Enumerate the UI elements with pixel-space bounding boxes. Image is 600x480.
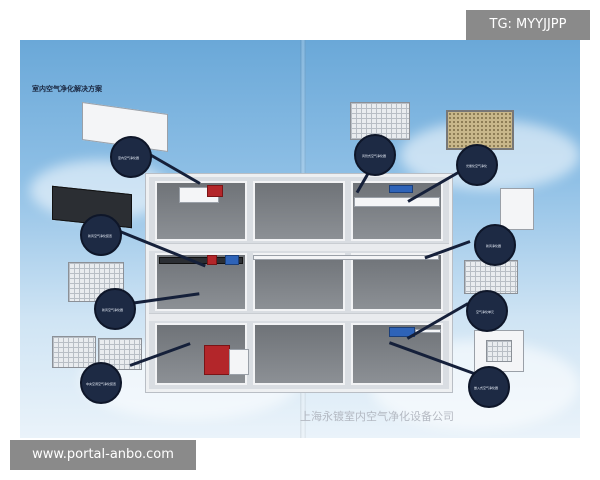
bag-filter-photo — [464, 260, 518, 294]
callout-lens: 室内空气净化器 — [110, 136, 152, 178]
callout-label: 新风空气净化装置 — [88, 234, 113, 238]
middle-blue-unit — [225, 255, 239, 265]
callout-lens: 空气净化单元 — [466, 290, 508, 332]
callout-label: 空气净化单元 — [476, 310, 495, 314]
filter-module-photo-a — [52, 336, 96, 368]
callout-lens: 新风空气净化装置 — [80, 214, 122, 256]
watermark-text: 上海永镀室内空气净化设备公司 — [300, 410, 454, 423]
brochure-photo: 室内空气净化解决方案 — [20, 40, 580, 438]
callout-lens: 新风空气净化器 — [94, 288, 136, 330]
url-overlay-badge: www.portal-anbo.com — [10, 440, 196, 470]
floor-ahu-duct — [229, 349, 249, 375]
callout-lens: 光催化空气净化 — [456, 144, 498, 186]
floor-slab — [149, 243, 449, 251]
top-right-duct — [389, 185, 413, 193]
callout-label: 新风空气净化器 — [102, 308, 124, 312]
callout-lens: 新风净化器 — [474, 224, 516, 266]
floor-ahu-unit — [204, 345, 230, 375]
brochure-title: 室内空气净化解决方案 — [32, 85, 102, 93]
callout-lens: 风管式空气净化器 — [354, 134, 396, 176]
callout-label: 室内空气净化器 — [118, 156, 140, 160]
cassette-grille — [486, 340, 512, 362]
room — [351, 253, 443, 311]
callout-label: 嵌入式空气净化器 — [474, 386, 499, 390]
middle-duct-run — [253, 255, 439, 260]
room — [253, 253, 345, 311]
room — [253, 181, 345, 241]
callout-lens: 嵌入式空气净化器 — [468, 366, 510, 408]
middle-red-unit — [207, 255, 217, 265]
callout-lens: 中央空调空气净化装置 — [80, 362, 122, 404]
callout-label: 风管式空气净化器 — [362, 154, 387, 158]
tg-overlay-badge: TG: MYYJJPP — [466, 10, 590, 40]
room — [253, 323, 345, 385]
callout-label: 光催化空气净化 — [466, 164, 488, 168]
ceiling-unit-red-installed — [207, 185, 223, 197]
honeycomb-filter-photo — [446, 110, 514, 150]
building-cross-section — [146, 174, 452, 392]
callout-label: 中央空调空气净化装置 — [86, 382, 117, 386]
duct-box-filter-photo — [350, 102, 410, 140]
wall-mount-unit-photo — [500, 188, 534, 230]
floor-slab — [149, 313, 449, 321]
ceiling-plenum — [354, 197, 440, 207]
room — [155, 181, 247, 241]
callout-label: 新风净化器 — [486, 244, 502, 248]
